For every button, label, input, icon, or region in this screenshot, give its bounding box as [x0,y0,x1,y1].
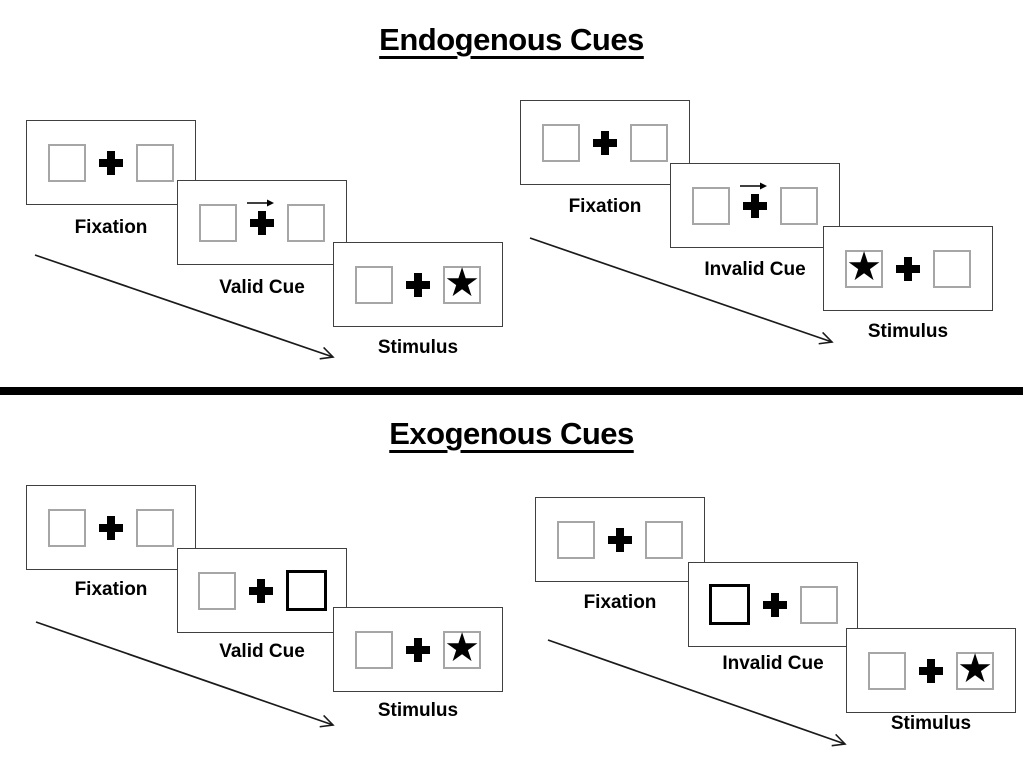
placeholder-box-right: ★ [443,259,481,306]
timeline-arrow-endogenous-invalid [529,237,834,345]
placeholder-box-right: ★ [956,645,994,692]
timeline-arrow-exogenous-valid [35,621,335,728]
target-star-icon: ★ [957,645,993,692]
placeholder-box-left: ★ [845,243,883,290]
placeholder-box-left [48,143,86,182]
fixation-cross [740,182,767,218]
trial-panel-label: Fixation [568,196,642,217]
cue-highlight-box-left [708,584,750,625]
trial-panel-label: Fixation [74,579,148,600]
fixation-cross [762,592,787,617]
fixation-cross [247,199,274,235]
fixation-cross [99,515,123,540]
plus-icon [406,637,430,662]
placeholder-box-right [136,508,174,547]
placeholder-box-right [630,123,668,162]
trial-panel-fixation [520,100,690,185]
target-star-icon: ★ [846,243,882,290]
trial-panel-valid-cue [177,180,347,265]
trial-panel-label: Fixation [74,217,148,238]
fixation-cross [919,658,943,683]
trial-panel-label: Stimulus [377,337,459,358]
placeholder-box-left [48,508,86,547]
trial-panel-label: Invalid Cue [722,653,824,674]
trial-panel-stimulus: ★ [846,628,1016,713]
placeholder-box-left [557,520,595,559]
trial-panel-label: Fixation [583,592,657,613]
plus-icon [743,193,767,218]
trial-panel-invalid-cue [688,562,858,647]
trial-panel-label: Stimulus [890,713,972,734]
placeholder-box-right: ★ [443,624,481,671]
plus-icon [99,150,123,175]
fixation-cross [99,150,123,175]
plus-icon [406,272,430,297]
plus-icon [593,130,617,155]
timeline-arrow-exogenous-invalid [547,639,847,747]
placeholder-box-right [287,203,325,242]
plus-icon [248,578,273,603]
plus-icon [250,210,274,235]
fixation-cross [896,256,920,281]
timeline-arrow-endogenous-valid [34,254,335,360]
cue-arrow-icon [247,199,274,206]
placeholder-box-right [799,585,838,624]
trial-panel-label: Valid Cue [219,641,305,662]
cue-highlight-box-right [285,570,327,611]
fixation-cross [593,130,617,155]
plus-icon [919,658,943,683]
plus-icon [608,527,632,552]
placeholder-box-left [199,203,237,242]
trial-panel-stimulus: ★ [333,242,503,327]
plus-icon [762,592,787,617]
plus-icon [99,515,123,540]
trial-panel-fixation [26,120,196,205]
trial-panel-label: Valid Cue [219,277,305,298]
placeholder-box-right [933,249,971,288]
placeholder-box-left [542,123,580,162]
placeholder-box-left [355,630,393,669]
target-star-icon: ★ [444,259,480,306]
placeholder-box-left [197,571,236,610]
cue-arrow-icon [740,182,767,189]
fixation-cross [608,527,632,552]
placeholder-box-right [780,186,818,225]
trial-panel-valid-cue [177,548,347,633]
trial-panel-invalid-cue [670,163,840,248]
fixation-cross [406,272,430,297]
placeholder-box-left [355,265,393,304]
target-star-icon: ★ [444,624,480,671]
plus-icon [896,256,920,281]
trial-panel-fixation [535,497,705,582]
section-divider [0,387,1023,395]
trial-panel-fixation [26,485,196,570]
placeholder-box-right [136,143,174,182]
trial-panel-stimulus: ★ [823,226,993,311]
trial-panel-label: Stimulus [377,700,459,721]
section-title-exogenous: Exogenous Cues [389,416,634,451]
placeholder-box-left [692,186,730,225]
fixation-cross [248,578,273,603]
placeholder-box-right [645,520,683,559]
trial-panel-stimulus: ★ [333,607,503,692]
section-title-endogenous: Endogenous Cues [379,22,644,57]
trial-panel-label: Stimulus [867,321,949,342]
fixation-cross [406,637,430,662]
trial-panel-label: Invalid Cue [704,259,806,280]
placeholder-box-left [868,651,906,690]
